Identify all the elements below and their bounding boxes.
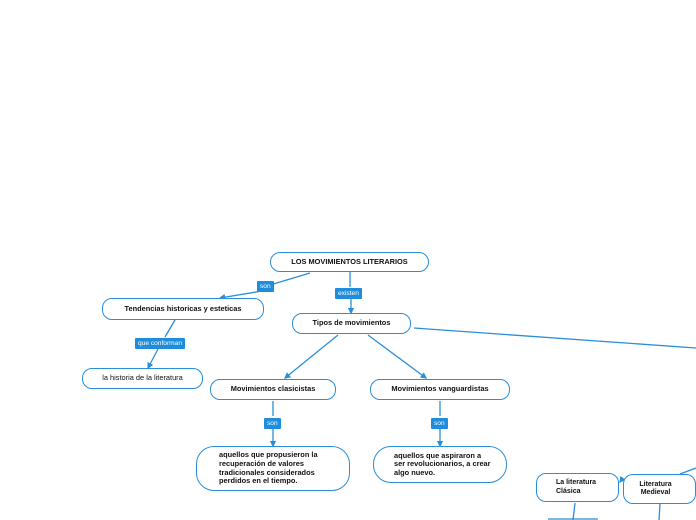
link-clasica-down [572,502,576,520]
link-label-son-clasicistas[interactable]: son [264,418,281,429]
link-tipos-clasicistas [283,334,339,379]
link-label-existen[interactable]: existen [335,288,362,299]
root-node[interactable]: LOS MOVIMIENTOS LITERARIOS [270,252,429,272]
link-medieval-down [658,503,661,520]
link-son-tendencias [218,290,263,301]
link-right-medieval [679,467,696,475]
historia-node[interactable]: la historia de la literatura [82,368,203,389]
link-tipos-vanguardistas [367,334,428,379]
link-conforman-historia [147,348,159,370]
link-label-son[interactable]: son [257,281,274,292]
clasicistas-desc-node[interactable]: aquellos que propusieron la recuperación… [196,446,350,491]
literatura-medieval-node[interactable]: Literatura Medieval [623,474,696,504]
link-tipos-right [413,327,696,349]
clasicistas-node[interactable]: Movimientos clasicistas [210,379,336,400]
link-label-son-vanguardistas[interactable]: son [431,418,448,429]
vanguardistas-node[interactable]: Movimientos vanguardistas [370,379,510,400]
vanguardistas-desc-node[interactable]: aquellos que aspiraron a ser revoluciona… [373,446,507,483]
tipos-node[interactable]: Tipos de movimientos [292,313,411,334]
link-label-que-conforman[interactable]: que conforman [135,338,185,349]
link-root-son [269,272,311,286]
link-medieval-clasica [619,475,626,484]
literatura-clasica-node[interactable]: La literatura Clásica [536,473,619,502]
link-tendencias-conforman [164,319,176,338]
tendencias-node[interactable]: Tendencias historicas y esteticas [102,298,264,320]
